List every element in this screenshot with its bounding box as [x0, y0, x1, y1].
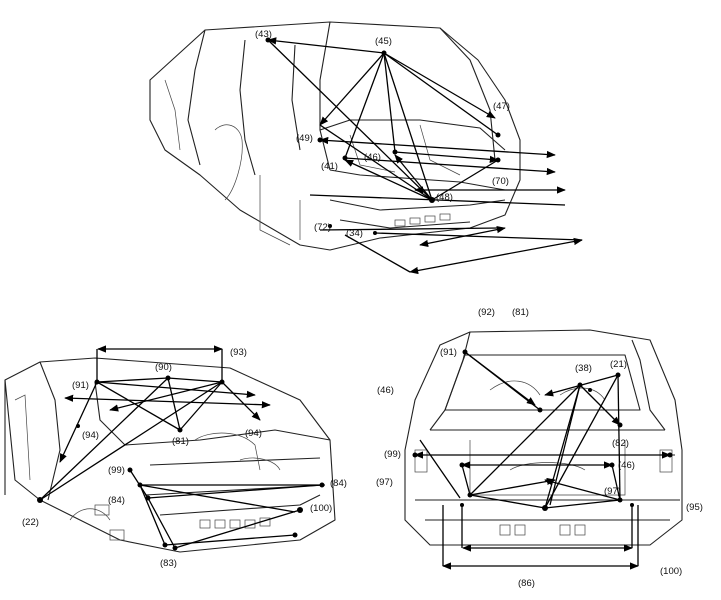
bottom-right-labels: (92) (81) (91) (38) (21) (46) (99) (82) …	[376, 307, 703, 589]
point-label-100: (100)	[310, 503, 332, 514]
point-label-72: (72)	[314, 222, 331, 233]
point-label-46-left: (46)	[377, 385, 394, 396]
point-label-91: (91)	[72, 380, 89, 391]
bottom-right-measurement-lines	[414, 351, 671, 570]
point-label-91-r: (91)	[440, 347, 457, 358]
top-car-body-drawing	[149, 21, 521, 251]
point-label-94-left: (94)	[82, 430, 99, 441]
point-label-81: (81)	[172, 436, 189, 447]
point-label-83: (83)	[160, 558, 177, 569]
top-point-markers	[265, 37, 501, 235]
top-measurement-lines	[267, 37, 583, 275]
point-label-99-r: (99)	[384, 449, 401, 460]
point-label-47: (47)	[493, 101, 510, 112]
point-label-49: (49)	[296, 133, 313, 144]
point-label-46: (46)	[364, 152, 381, 163]
point-label-43: (43)	[255, 29, 272, 40]
point-label-38: (38)	[575, 363, 592, 374]
point-label-22: (22)	[22, 517, 39, 528]
point-label-21: (21)	[610, 359, 627, 370]
bottom-left-measurement-lines	[39, 345, 323, 549]
point-label-34: (34)	[346, 228, 363, 239]
bottom-left-point-markers	[37, 375, 325, 551]
point-label-81-r: (81)	[512, 307, 529, 318]
point-label-46-right: (46)	[618, 460, 635, 471]
point-label-84-left: (84)	[108, 495, 125, 506]
point-label-82: (82)	[612, 438, 629, 449]
bottom-right-car-body-drawing	[404, 329, 683, 546]
point-label-100-r: (100)	[660, 566, 682, 577]
bottom-right-point-markers	[412, 349, 673, 511]
top-labels: (43) (45) (47) (49) (41) (46) (70) (48) …	[255, 29, 510, 239]
point-label-94-right: (94)	[245, 428, 262, 439]
point-label-97-left: (97)	[376, 477, 393, 488]
point-label-99: (99)	[108, 465, 125, 476]
point-label-86: (86)	[518, 578, 535, 589]
point-label-41: (41)	[321, 161, 338, 172]
point-label-93: (93)	[230, 347, 247, 358]
point-label-48: (48)	[436, 192, 453, 203]
point-label-45: (45)	[375, 36, 392, 47]
point-label-92: (92)	[478, 307, 495, 318]
point-label-95: (95)	[686, 502, 703, 513]
bottom-left-car-body-drawing	[4, 357, 336, 553]
point-label-90: (90)	[155, 362, 172, 373]
point-label-70: (70)	[492, 176, 509, 187]
point-label-97-right: (97)	[604, 486, 621, 497]
bottom-left-labels: (90) (93) (91) (94) (81) (94) (99) (84) …	[22, 347, 347, 569]
point-label-84-right: (84)	[330, 478, 347, 489]
